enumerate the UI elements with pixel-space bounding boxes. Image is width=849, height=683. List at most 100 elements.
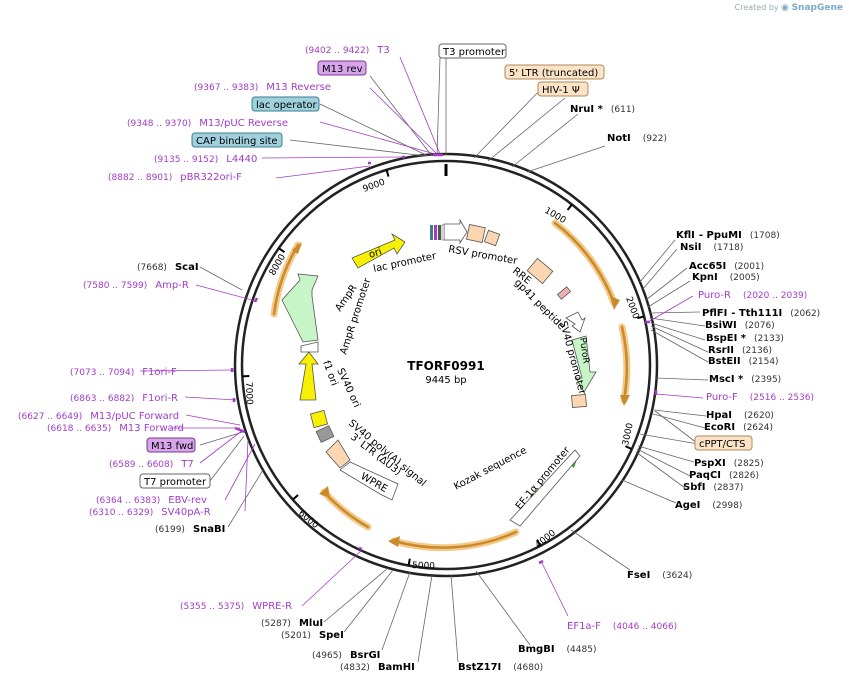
psi-feature [483,229,501,247]
primer-marks [230,153,658,565]
tick-mark [566,203,573,211]
ori-label: ori [368,246,384,260]
tick-mark [536,539,542,547]
svg-text:lac operator: lac operator [256,100,317,111]
site-scai: (7668)ScaI [137,262,199,273]
kozak-label: Kozak sequence [452,445,528,493]
site-pspxi: PspXI(2825) [694,458,764,469]
label-cppt-cts: cPPT/CTS [694,435,753,451]
label-lac-operator: lac operator [251,96,320,112]
plasmid-name: TFORF0991 [407,359,484,373]
site-nsii: NsiI(1718) [680,242,743,253]
primer-m13-reverse: (9367 .. 9383)M13 Reverse [194,82,331,93]
primer-wpre-r: (5355 .. 5375)WPRE-R [180,601,292,612]
tick-3000: 3000 [621,422,636,447]
ltr-3-feature [325,439,351,469]
tick-mark [625,445,633,451]
lac-features [430,224,445,241]
tick-9000: 9000 [362,177,387,194]
sv40-ori-label: SV40 ori [334,367,362,410]
site-rsrii: RsrII(2136) [708,345,772,356]
label-hiv1-psi: HIV-1 Ψ [537,81,589,97]
site-acc65i: Acc65I(2001) [689,261,764,272]
svg-text:T7 promoter: T7 promoter [143,477,207,488]
site-bsteii: BstEII(2154) [708,356,779,367]
rsv-promoter-label: RSV promoter [447,244,518,267]
primer-t7: (6589 .. 6608)T7 [109,459,194,470]
ampr-feature [281,273,319,343]
site-noti: NotI(922) [607,133,667,144]
label-5-ltr-truncated: 5' LTR (truncated) [504,64,605,80]
label-t7-promoter: T7 promoter [139,473,211,489]
site-agei: AgeI(2998) [675,500,742,511]
primer-puro-f: Puro-F(2516 .. 2536) [706,392,814,403]
primer-m13-puc-forward: (6627 .. 6649)M13/pUC Forward [18,411,179,422]
svg-text:5' LTR (truncated): 5' LTR (truncated) [509,68,598,79]
label-m13-rev: M13 rev [317,60,367,76]
primer-f1ori-r: (6863 .. 6882)F1ori-R [70,393,178,404]
tick-mark [407,558,411,566]
site-bmgbi: BmgBI(4485) [518,644,596,655]
rre-feature [526,257,554,285]
primer-m13-forward: (6618 .. 6635)M13 Forward [47,423,184,434]
sv40-promoter-feature [565,311,586,333]
primer-f1ori-f: (7073 .. 7094)F1ori-F [70,367,177,378]
primer-m13-puc-reverse: (9348 .. 9370)M13/pUC Reverse [127,118,288,129]
primer-amp-r: (7580 .. 7599)Amp-R [83,280,189,291]
f1-ori-feature [298,351,319,401]
svg-text:T3 promoter: T3 promoter [442,47,506,58]
site-spei: (5201)SpeI [281,630,344,641]
ori-feature [351,232,406,269]
svg-text:M13 fwd: M13 fwd [151,441,193,452]
site-snabi: (6199)SnaBI [155,524,225,535]
site-pflfi-tth111i: PflFI- Tth111I(2062) [702,308,820,319]
snapgene-logo-icon: ◉ [781,3,790,13]
primer-l4440: (9135 .. 9152)L4440 [154,154,257,165]
boxed-labels: T3 promoter 5' LTR (truncated) HIV-1 Ψ M… [139,43,753,489]
label-t3-promoter: T3 promoter [438,43,507,59]
tick-5000: 5000 [412,561,436,572]
site-paqci: PaqCI(2826) [689,470,759,481]
site-fsei: FseI(3624) [627,570,692,581]
backbone-inner-ring [240,159,652,571]
site-mlui: (5287)MluI [261,618,323,629]
primer-pbr322ori-f: (8882 .. 8901)pBR322ori-F [108,172,242,183]
tick-mark [385,169,390,177]
tick-mark [278,247,286,254]
tick-mark [292,494,299,501]
snapgene-credit: Created by ◉ SnapGene [735,3,843,13]
tick-marks [242,169,645,566]
svg-text:M13 rev: M13 rev [322,64,363,75]
ampr-promoter-feature [300,341,319,353]
tick-mark [637,315,645,320]
label-cap-binding-site: CAP binding site [191,132,283,148]
primer-sv40pa-r: (6310 .. 6329)SV40pA-R [89,507,211,518]
primer-ebv-rev: (6364 .. 6383)EBV-rev [96,495,207,506]
site-bstz17i: BstZ17I(4680) [458,662,543,673]
site-sbfi: SbfI(2837) [683,482,743,493]
svg-text:CAP binding site: CAP binding site [196,136,278,147]
kozak-feature [509,449,581,527]
gp41-feature [556,286,572,300]
sv40-ori-feature [309,409,329,429]
tick-7000: 7000 [243,382,254,406]
puror-feature [571,335,597,393]
credit-prefix: Created by [734,3,779,12]
credit-product: SnapGene [791,3,843,13]
site-kpni: KpnI(2005) [692,272,760,283]
site-ecori: EcoRI(2624) [704,422,773,433]
f1-ori-label: f1 ori [320,359,339,387]
rsv-promoter-feature [443,218,468,245]
site-msci: MscI *(2395) [709,374,781,385]
site-bspei: BspEI *(2133) [706,333,784,344]
restriction-sites: NruI *(611) NotI(922) KflI- PpuMI(1708) … [137,104,820,673]
site-bamhi: (4832)BamHI [340,662,415,673]
sv40-polya-feature [315,425,335,443]
site-hpai: HpaI(2620) [706,410,774,421]
primer-puro-r: Puro-R(2020 .. 2039) [698,290,807,301]
label-m13-fwd: M13 fwd [146,437,196,453]
site-kfli-ppumi: KflI- PpuMI(1708) [676,230,780,241]
primer-ef1a-f: EF1a-F(4046 .. 4066) [567,621,677,632]
primers: (9402 .. 9422)T3 (9367 .. 9383)M13 Rever… [18,45,814,632]
